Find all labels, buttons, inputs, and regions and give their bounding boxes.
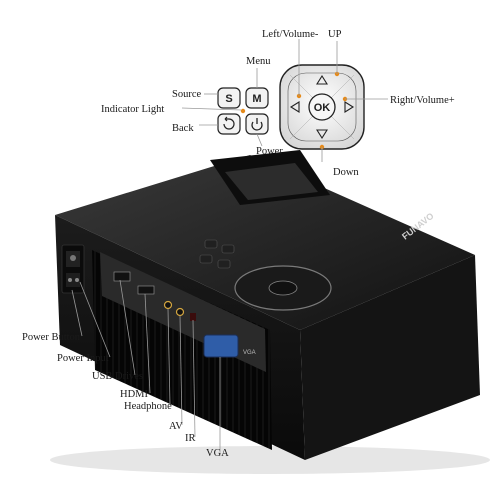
- labels: Menu Left/Volume- UP Source Indicator Li…: [22, 29, 455, 459]
- usb-port: [113, 271, 131, 282]
- projector-top: [55, 155, 475, 330]
- label-hdmi: HDMI: [120, 389, 149, 400]
- leader-lines-top: [181, 39, 388, 162]
- label-source: Source: [172, 89, 201, 100]
- right-arrow-icon: [344, 101, 355, 113]
- indicator-light-dot: [240, 108, 246, 114]
- projector-right-side: [300, 255, 480, 460]
- label-back: Back: [172, 123, 194, 134]
- headphone-jack: [163, 300, 173, 310]
- label-power: Power: [256, 146, 283, 157]
- label-menu: Menu: [246, 56, 271, 67]
- av-jack: [175, 307, 185, 317]
- down-arrow-icon: [316, 129, 328, 140]
- key-cluster: S M: [217, 87, 269, 135]
- ok-label: OK: [314, 102, 331, 114]
- vga-port-label: VGA: [243, 350, 256, 356]
- label-usb-drives: USB Drives: [92, 371, 143, 382]
- label-headphone: Headphone: [124, 401, 172, 412]
- label-right-volume: Right/Volume+: [390, 95, 455, 106]
- menu-key-letter: M: [252, 93, 261, 105]
- power-switch-block: [61, 244, 85, 294]
- dpad-callout: OK: [279, 64, 365, 150]
- label-vga: VGA: [206, 448, 229, 459]
- back-icon: [223, 116, 235, 130]
- label-down: Down: [333, 167, 359, 178]
- label-up: UP: [328, 29, 342, 40]
- source-key-letter: S: [225, 93, 232, 105]
- ir-receiver: [190, 313, 196, 321]
- label-ir: IR: [185, 433, 196, 444]
- device-top-buttons: [199, 239, 332, 311]
- power-icon: [251, 121, 263, 131]
- source-key: [217, 87, 241, 109]
- ports: VGA: [113, 271, 256, 358]
- vga-port: [203, 334, 239, 358]
- label-av: AV: [169, 421, 183, 432]
- label-power-button: Power Button: [22, 332, 81, 343]
- up-arrow-icon: [316, 74, 328, 85]
- label-indicator-light: Indicator Light: [101, 104, 164, 115]
- label-left-volume: Left/Volume-: [262, 29, 319, 40]
- back-key: [217, 113, 241, 135]
- ok-button: [308, 93, 336, 121]
- left-arrow-icon: [289, 101, 300, 113]
- projector-body: [50, 150, 490, 474]
- hdmi-port: [137, 285, 155, 295]
- label-power-input: Power Input: [57, 353, 109, 364]
- leader-lines-bottom: [71, 279, 221, 452]
